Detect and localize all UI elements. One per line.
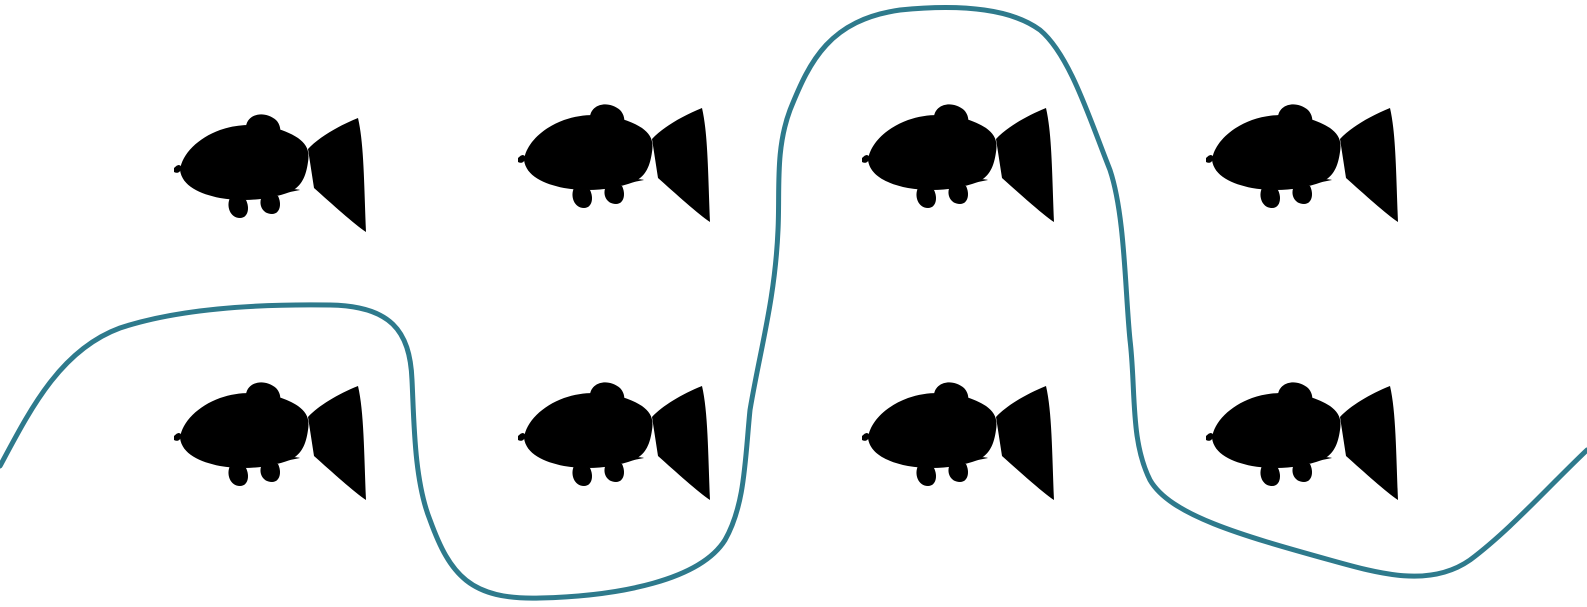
fish-icon bbox=[174, 382, 366, 500]
fish-icon bbox=[174, 114, 366, 232]
fish-icon bbox=[518, 382, 710, 500]
fish-icon bbox=[1206, 104, 1398, 222]
grouping-curve bbox=[0, 7, 1587, 598]
fish-icon bbox=[1206, 382, 1398, 500]
fish-icon bbox=[518, 104, 710, 222]
fish-icon bbox=[862, 382, 1054, 500]
fish-icon bbox=[862, 104, 1054, 222]
